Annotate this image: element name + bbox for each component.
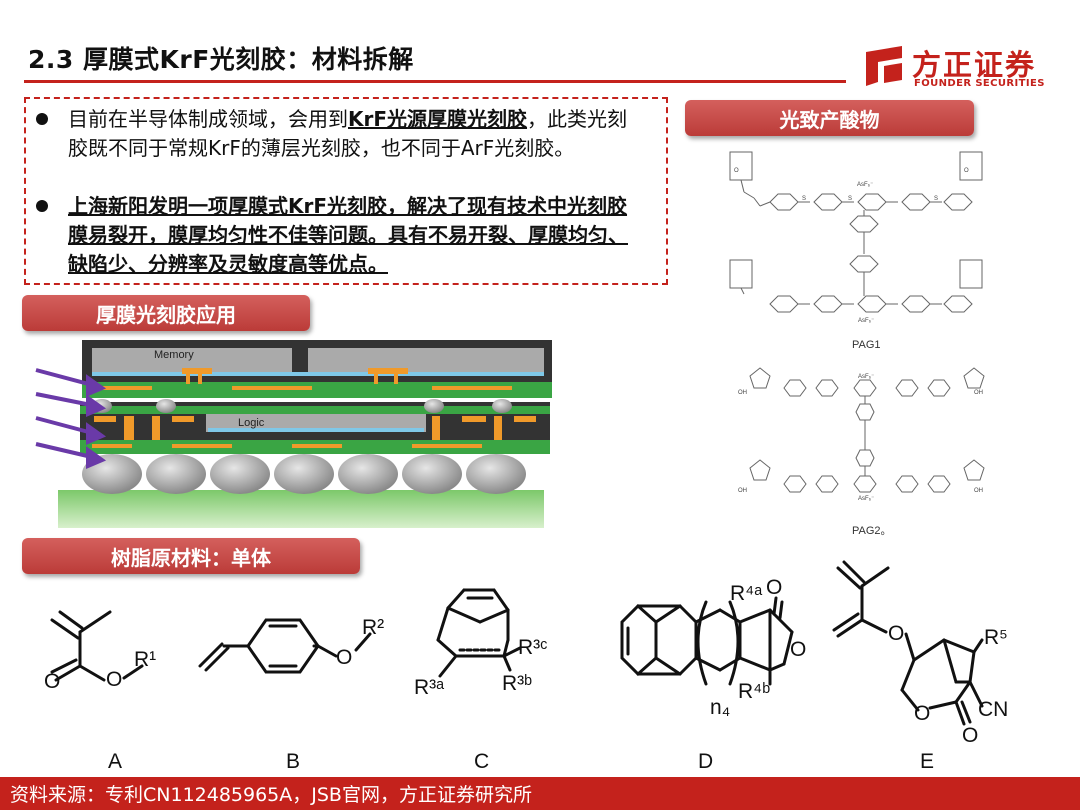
brand-name-cn: 方正证券 [912, 48, 1037, 82]
svg-text:AsF₆⁻: AsF₆⁻ [858, 374, 874, 380]
svg-text:O: O [44, 670, 60, 693]
svg-text:O: O [106, 668, 122, 691]
bullet-2-text: 上海新阳发明一项厚膜式KrF光刻胶，解决了现有技术中光刻胶膜易裂开，膜厚均匀性不… [68, 194, 628, 276]
source-note: 资料来源：专利CN112485965A，JSB官网，方正证券研究所 [10, 784, 532, 806]
monomer-label-a: A [108, 750, 122, 773]
svg-text:O: O [964, 168, 969, 174]
section-header-pag: 光致产酸物 [685, 100, 974, 136]
title-underline [24, 80, 846, 83]
svg-text:R⁴ᵇ: R⁴ᵇ [738, 680, 770, 703]
section-header-application: 厚膜光刻胶应用 [22, 295, 310, 331]
svg-text:R¹: R¹ [134, 648, 156, 671]
svg-text:R³ᵇ: R³ᵇ [502, 672, 532, 695]
pag-structures-figure: O O S S S AsF₆⁻ AsF₆⁻ OH OH AsF₆⁻ OH OH … [729, 151, 985, 537]
svg-text:AsF₆⁻: AsF₆⁻ [857, 182, 873, 188]
summary-box: 目前在半导体制成领域，会用到KrF光源厚膜光刻胶，此类光刻胶既不同于常规KrF的… [24, 97, 668, 285]
brand-logo: 方正证券 FOUNDER SECURITIES [862, 44, 1062, 92]
thick-film-package-illustration: Memory Logic [35, 340, 552, 528]
founder-logo-icon [866, 46, 902, 86]
monomer-label-b: B [286, 750, 300, 773]
bullet-dot [36, 200, 48, 212]
bullet-2: 上海新阳发明一项厚膜式KrF光刻胶，解决了现有技术中光刻胶膜易裂开，膜厚均匀性不… [36, 192, 643, 279]
svg-text:R³ᶜ: R³ᶜ [518, 636, 548, 659]
bullet-1-text: 目前在半导体制成领域，会用到KrF光源厚膜光刻胶，此类光刻胶既不同于常规KrF的… [68, 107, 628, 160]
svg-text:CN: CN [978, 698, 1008, 721]
memory-label: Memory [154, 349, 194, 361]
brand-name-en: FOUNDER SECURITIES [914, 78, 1045, 89]
svg-text:S: S [848, 196, 852, 202]
svg-text:R²: R² [362, 616, 384, 639]
monomer-label-c: C [474, 750, 489, 773]
pag1-label: PAG1 [852, 339, 881, 351]
svg-text:AsF₆⁻: AsF₆⁻ [858, 318, 874, 324]
svg-text:O: O [914, 702, 930, 725]
svg-text:O: O [888, 622, 904, 645]
page-title: 2.3 厚膜式KrF光刻胶：材料拆解 [28, 45, 414, 74]
bullet-1-keyword: KrF光源厚膜光刻胶 [348, 107, 528, 131]
svg-text:OH: OH [738, 488, 747, 494]
bullet-1: 目前在半导体制成领域，会用到KrF光源厚膜光刻胶，此类光刻胶既不同于常规KrF的… [36, 105, 643, 163]
svg-text:O: O [336, 646, 352, 669]
svg-text:R⁴ᵃ: R⁴ᵃ [730, 582, 762, 605]
svg-text:R⁵: R⁵ [984, 626, 1008, 649]
footer-bar: 资料来源：专利CN112485965A，JSB官网，方正证券研究所 [0, 777, 1080, 810]
svg-text:R³ᵃ: R³ᵃ [414, 676, 444, 699]
logic-label: Logic [238, 417, 265, 429]
svg-text:OH: OH [738, 390, 747, 396]
svg-text:n₄: n₄ [710, 696, 730, 719]
svg-text:OH: OH [974, 488, 983, 494]
svg-text:O: O [734, 168, 739, 174]
section-header-resin: 树脂原材料：单体 [22, 538, 360, 574]
svg-text:OH: OH [974, 390, 983, 396]
pag2-label: PAG2。 [852, 525, 892, 537]
monomer-label-d: D [698, 750, 713, 773]
monomer-label-e: E [920, 750, 934, 773]
svg-text:S: S [802, 196, 806, 202]
bullet-dot [36, 113, 48, 125]
svg-text:O: O [766, 576, 782, 599]
svg-text:S: S [934, 196, 938, 202]
resin-monomers-figure: O O R¹ O R² R³ᵃ R³ᵇ R³ᶜ R⁴ᵃ O O R⁴ᵇ n₄ O… [44, 560, 1008, 773]
svg-text:O: O [790, 638, 806, 661]
svg-text:AsF₆⁻: AsF₆⁻ [858, 496, 874, 502]
svg-text:O: O [962, 724, 978, 747]
